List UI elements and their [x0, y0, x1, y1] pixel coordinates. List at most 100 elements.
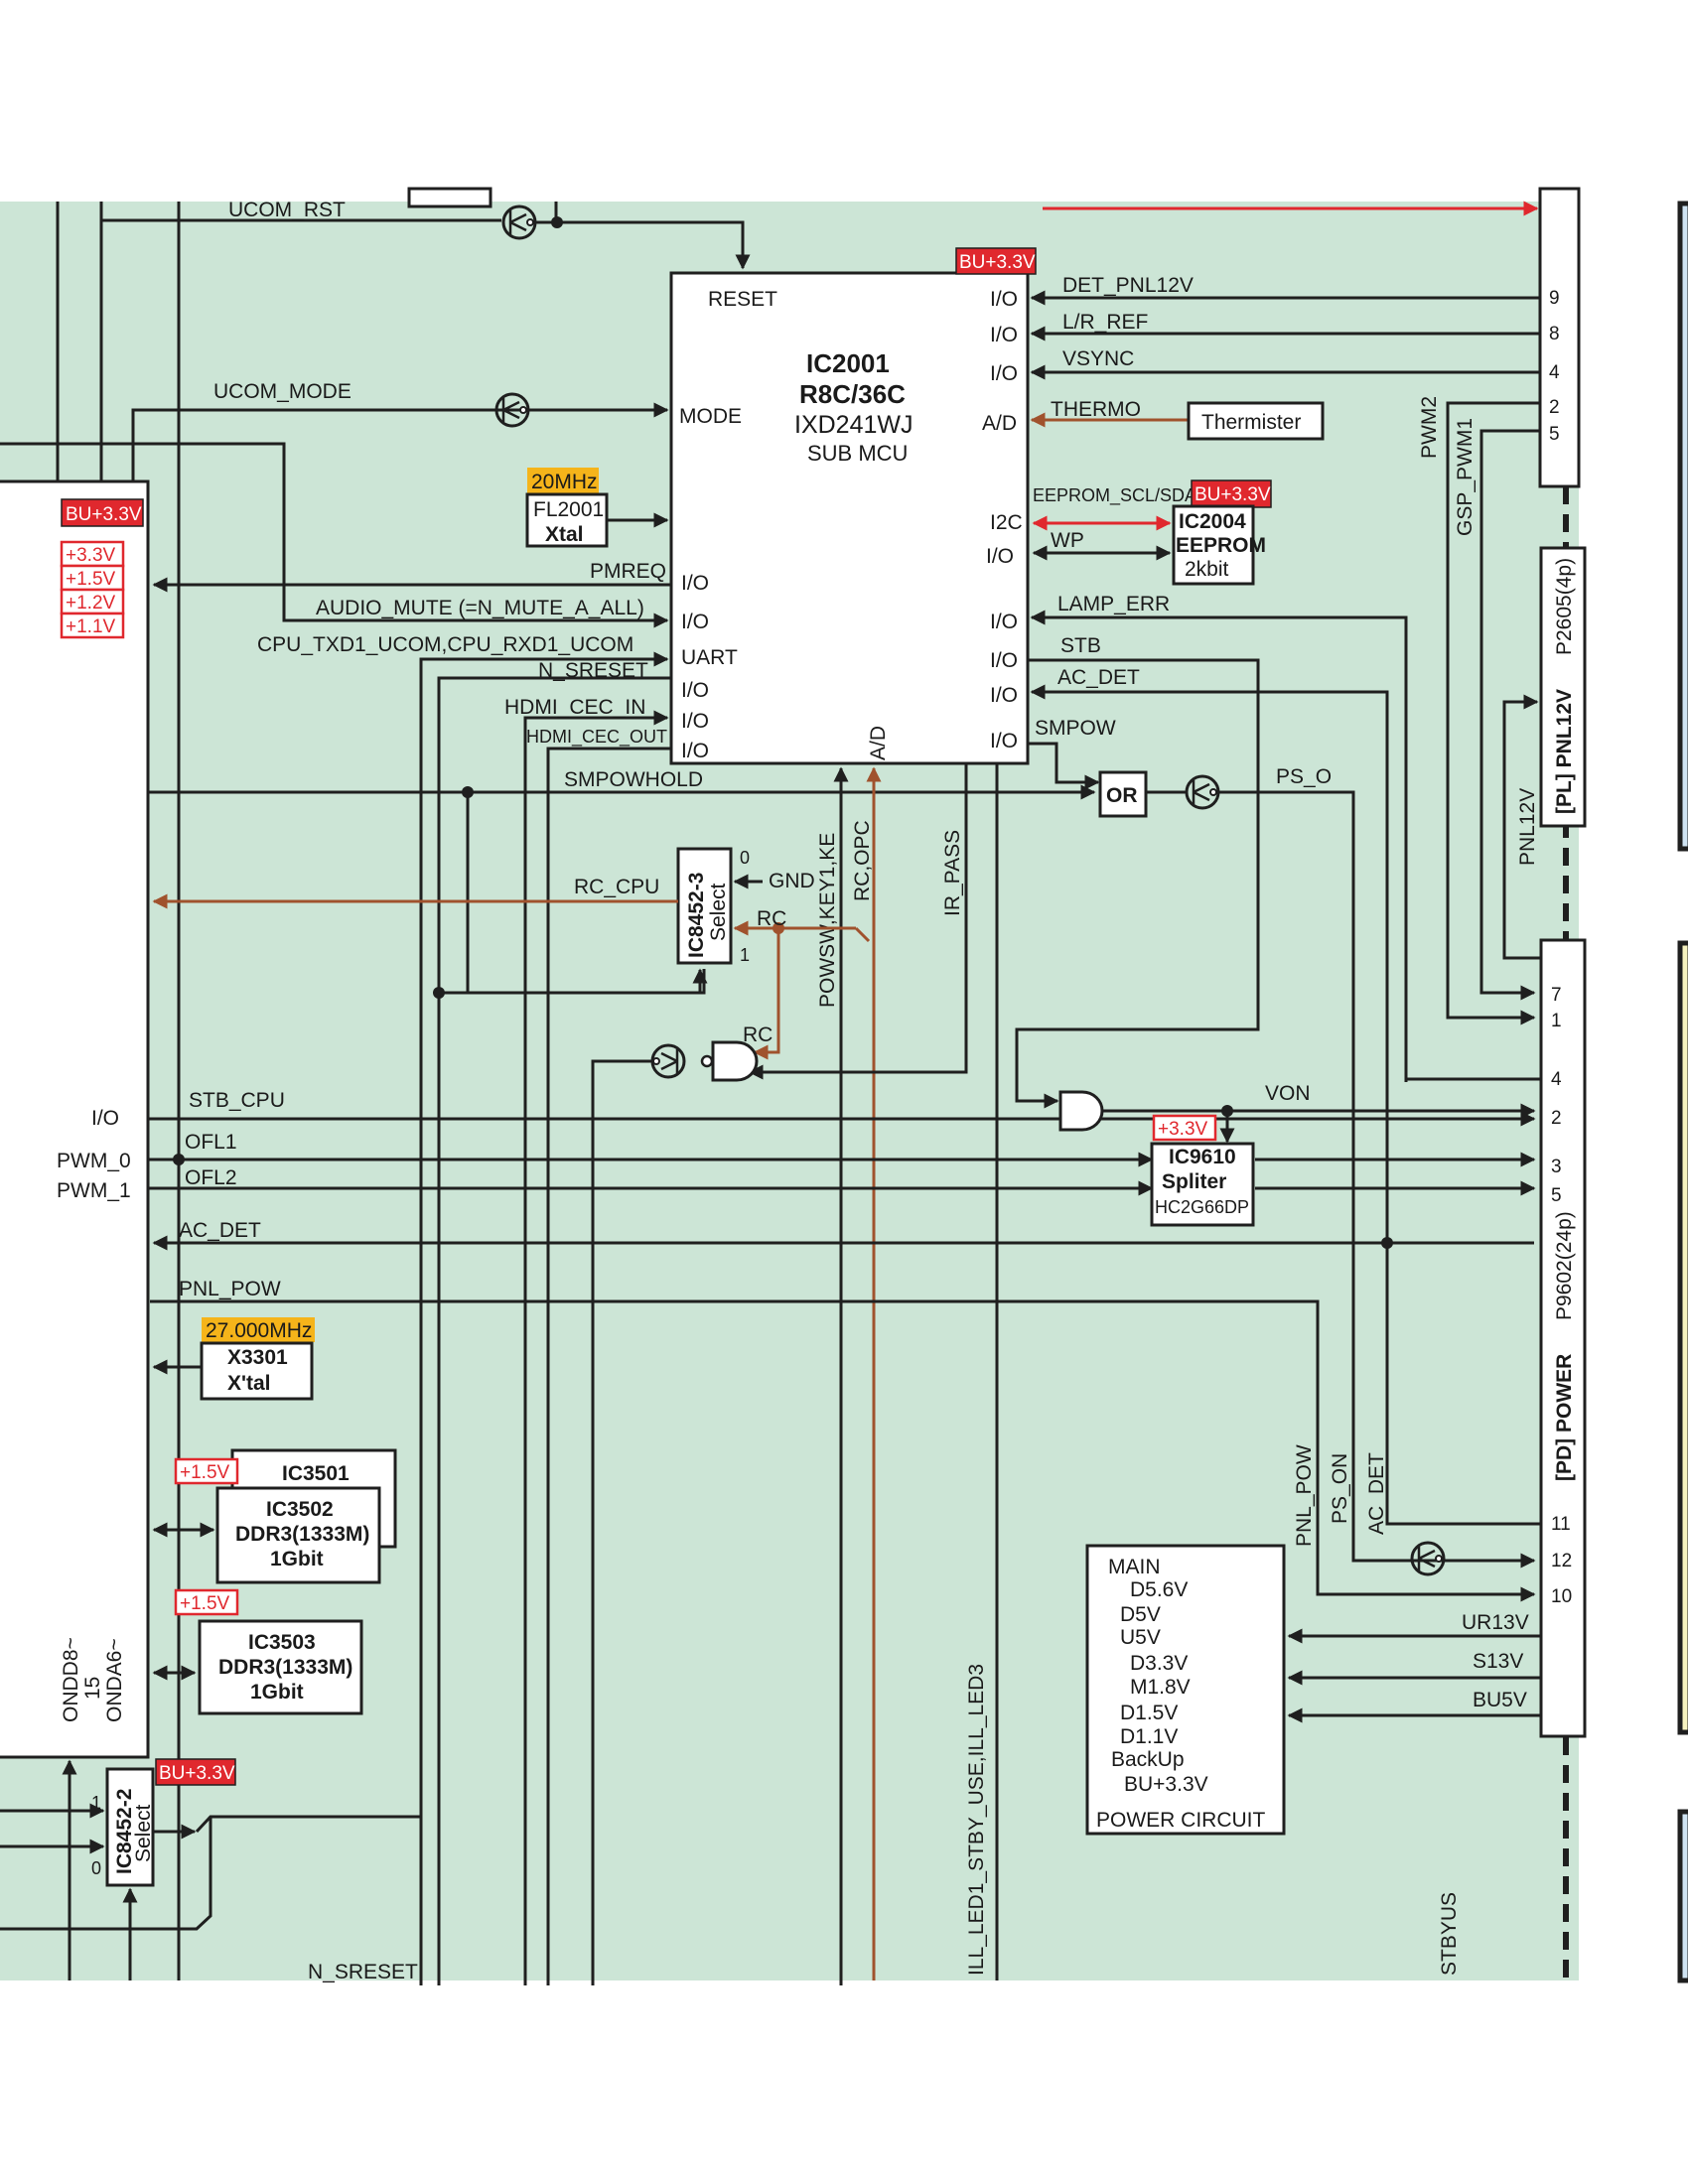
ic3502-type: DDR3(1333M): [235, 1523, 369, 1546]
ic2001-pin-l-io5: I/O: [681, 740, 709, 762]
ic3502-name: IC3502: [266, 1498, 334, 1521]
transistor-icon: [501, 205, 537, 240]
ic8452-2-power-tag: BU+3.3V: [159, 1763, 235, 1784]
ic2001-pin-reset: RESET: [708, 288, 777, 311]
connector-pd-bold-label: [PD] POWER: [1553, 1354, 1576, 1481]
ic8452-2-block: [105, 1767, 155, 1887]
soc-bus-label-2: 15: [81, 1677, 104, 1700]
ic8452-3-type: Select: [707, 883, 730, 941]
det-pnl12v-label: DET_PNL12V: [1062, 274, 1194, 297]
ic2004-name: IC2004: [1179, 510, 1246, 533]
power-line-1: D5.6V: [1130, 1578, 1188, 1601]
ofl1-label: OFL1: [185, 1131, 237, 1154]
ic3503-block: [198, 1619, 363, 1715]
connector-top-pin-5: 5: [1549, 424, 1560, 445]
hdmi-cec-in-label: HDMI_CEC_IN: [504, 696, 645, 719]
ic2001-pin-r-io3: I/O: [990, 362, 1018, 385]
ic8452-3-in1: 1: [740, 945, 750, 965]
ic3503-type: DDR3(1333M): [218, 1656, 352, 1679]
ic2004-size: 2kbit: [1185, 558, 1229, 581]
power-line-0: MAIN: [1108, 1556, 1161, 1578]
smpow-label: SMPOW: [1035, 717, 1116, 740]
ic3502-block: [215, 1486, 381, 1584]
connector-pd-label: P9602(24p): [1553, 1211, 1576, 1320]
ic2001-pin-l-io3: I/O: [681, 679, 709, 702]
connector-pd-pin-7: 7: [1551, 985, 1562, 1006]
ic3503-name: IC3503: [248, 1631, 316, 1654]
vsync-label: VSYNC: [1062, 347, 1134, 370]
thermo-label: THERMO: [1051, 398, 1141, 421]
fl2001-block: [525, 492, 609, 548]
connector-pd-pin-1: 1: [1551, 1011, 1562, 1031]
connector-pd-pin-10: 10: [1551, 1586, 1572, 1607]
power-circuit-block: [1085, 1544, 1286, 1836]
connector-pd-pin-2: 2: [1551, 1108, 1562, 1129]
connector-pd-pin-12: 12: [1551, 1551, 1572, 1571]
transistor-icon: [1410, 1541, 1446, 1576]
thermister-block: [1187, 401, 1325, 441]
ps-o-label: PS_O: [1276, 765, 1332, 788]
rc-label-a: RC: [757, 907, 786, 930]
fl2001-name: FL2001: [533, 498, 604, 521]
hdmi-cec-out-label: HDMI_CEC_OUT: [526, 727, 667, 748]
connector-top-pin-8: 8: [1549, 324, 1560, 344]
ucom-mode-label: UCOM_MODE: [213, 380, 352, 403]
audio-mute-label: AUDIO_MUTE (=N_MUTE_A_ALL): [316, 597, 644, 619]
power-line-6: D1.5V: [1120, 1702, 1178, 1724]
n-sreset-bottom-label: N_SRESET: [308, 1961, 418, 1983]
supply-tag-2: +1.2V: [66, 593, 116, 614]
ic2004-block: [1172, 504, 1255, 586]
ic2001-pin-l-io4: I/O: [681, 710, 709, 733]
connector-pd-block: [1539, 938, 1587, 1738]
ill-led-label: ILL_LED1_STBY_USE,ILL_LED3: [965, 1664, 988, 1976]
n-sreset-label: N_SRESET: [538, 659, 648, 682]
pwm2-label: PWM2: [1418, 396, 1441, 459]
power-line-9: BU+3.3V: [1124, 1773, 1208, 1796]
ic9610-type: Spliter: [1162, 1170, 1226, 1193]
power-line-3: U5V: [1120, 1626, 1161, 1649]
or-gate-label: OR: [1106, 784, 1138, 807]
ic3503-size: 1Gbit: [250, 1681, 304, 1704]
ic2004-type: EEPROM: [1176, 534, 1266, 557]
ofl2-label: OFL2: [185, 1166, 237, 1189]
lr-ref-label: L/R_REF: [1062, 311, 1148, 334]
powsw-label: POWSW,KEY1,KE: [816, 833, 839, 1008]
power-line-4: D3.3V: [1130, 1652, 1188, 1675]
ur13v-label: UR13V: [1462, 1611, 1529, 1634]
main-soc-block: [0, 479, 150, 1759]
stb-label: STB: [1060, 634, 1101, 657]
connector-top-block: [1538, 187, 1581, 488]
ic2001-power-tag: BU+3.3V: [959, 252, 1036, 273]
nand-gate-icon: [711, 1040, 759, 1082]
or-gate-block: [1098, 770, 1148, 818]
ic2001-pin-r-io7: I/O: [990, 684, 1018, 707]
ic2001-pin-r-io6: I/O: [990, 649, 1018, 672]
ic3503-power-tag: +1.5V: [180, 1593, 230, 1614]
x3301-name: X3301: [227, 1346, 288, 1369]
rc-cpu-label: RC_CPU: [574, 876, 659, 898]
ic8452-2-in1: 1: [91, 1793, 101, 1813]
ic9610-part: HC2G66DP: [1155, 1197, 1249, 1217]
pnl-pow-label: PNL_POW: [179, 1278, 281, 1300]
supply-tag-0: +3.3V: [66, 545, 116, 566]
ic2001-pin-r-io4: I/O: [986, 545, 1014, 568]
ic3501-name: IC3501: [282, 1462, 350, 1485]
ic2001-pin-bottom-ad: A/D: [867, 726, 890, 760]
ic9610-name: IC9610: [1169, 1146, 1236, 1168]
fl2001-freq: 20MHz: [531, 471, 598, 493]
smpowhold-label: SMPOWHOLD: [564, 768, 703, 791]
wp-label: WP: [1051, 529, 1084, 552]
ic2001-part: R8C/36C: [799, 379, 906, 409]
ucom-rst-box: [407, 187, 492, 208]
ic2001-pin-mode: MODE: [679, 405, 742, 428]
ic8452-3-in0: 0: [740, 848, 750, 868]
rc-opc-label: RC,OPC: [851, 820, 874, 901]
power-line-5: M1.8V: [1130, 1676, 1191, 1699]
ucom-rst-label: UCOM_RST: [228, 199, 346, 221]
ac-det-left-label: AC_DET: [179, 1219, 261, 1242]
soc-bus-label-3: ONDA6~: [103, 1638, 126, 1722]
connector-pd-pin-4: 4: [1551, 1069, 1562, 1090]
ic2004-power-tag: BU+3.3V: [1195, 484, 1271, 505]
pnl-pow-v-label: PNL_POW: [1293, 1444, 1316, 1547]
gsp-pwm1-label: GSP_PWM1: [1454, 418, 1477, 536]
